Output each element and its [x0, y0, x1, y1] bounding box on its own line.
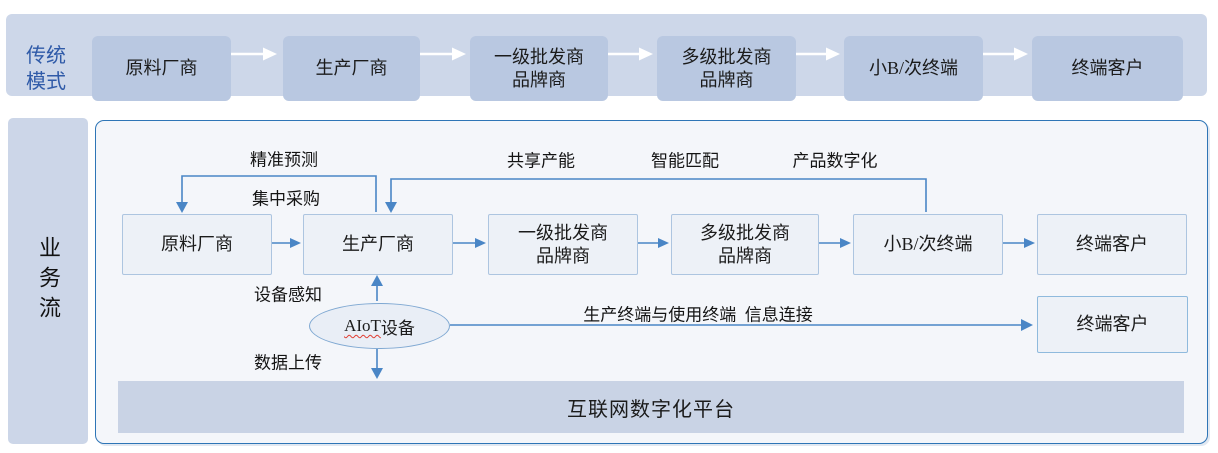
flow-node-end-customer: 终端客户 [1037, 214, 1187, 275]
trad-node-multi-tier-wholesaler: 多级批发商 品牌商 [657, 36, 796, 101]
label-terminal-info-connection: 生产终端与使用终端 信息连接 [583, 305, 813, 325]
flow-node-raw-material-maker: 原料厂商 [122, 214, 272, 275]
business-flow-container: 原料厂商 生产厂商 一级批发商 品牌商 多级批发商 品牌商 小B/次终端 终端客… [95, 120, 1208, 444]
trad-node-small-b-terminal: 小B/次终端 [844, 36, 983, 101]
aiot-device-name: AIoT [344, 316, 381, 335]
trad-node-end-customer: 终端客户 [1032, 36, 1183, 101]
trad-node-manufacturer: 生产厂商 [283, 36, 420, 101]
label-shared-capacity: 共享产能 [507, 151, 575, 171]
flow-node-end-customer-direct: 终端客户 [1037, 296, 1188, 353]
trad-node-tier1-wholesaler: 一级批发商 品牌商 [470, 36, 608, 101]
flow-node-manufacturer: 生产厂商 [303, 214, 453, 275]
internet-platform-bar: 互联网数字化平台 [118, 381, 1184, 433]
aiot-device-suffix: 设备 [380, 318, 415, 338]
label-accurate-forecast: 精准预测 [250, 150, 318, 170]
trad-node-raw-material-maker: 原料厂商 [92, 36, 231, 101]
label-data-upload: 数据上传 [254, 353, 322, 373]
flow-node-small-b-terminal: 小B/次终端 [853, 214, 1003, 275]
traditional-mode-band: 传统模式 原料厂商 生产厂商 一级批发商 品牌商 多级批发商 品牌商 小B/次终… [6, 14, 1207, 101]
label-product-digitization: 产品数字化 [792, 151, 878, 171]
traditional-mode-label: 传统模式 [26, 45, 66, 93]
flow-node-tier1-wholesaler: 一级批发商 品牌商 [488, 214, 638, 275]
flow-node-multi-tier-wholesaler: 多级批发商 品牌商 [671, 214, 819, 275]
business-flow-sidebar: 业务流 [8, 118, 88, 444]
label-centralized-purchase: 集中采购 [252, 189, 320, 209]
label-intelligent-matching: 智能匹配 [651, 151, 719, 171]
label-device-sensing: 设备感知 [254, 285, 322, 305]
business-flow-label: 业务流 [36, 236, 61, 326]
